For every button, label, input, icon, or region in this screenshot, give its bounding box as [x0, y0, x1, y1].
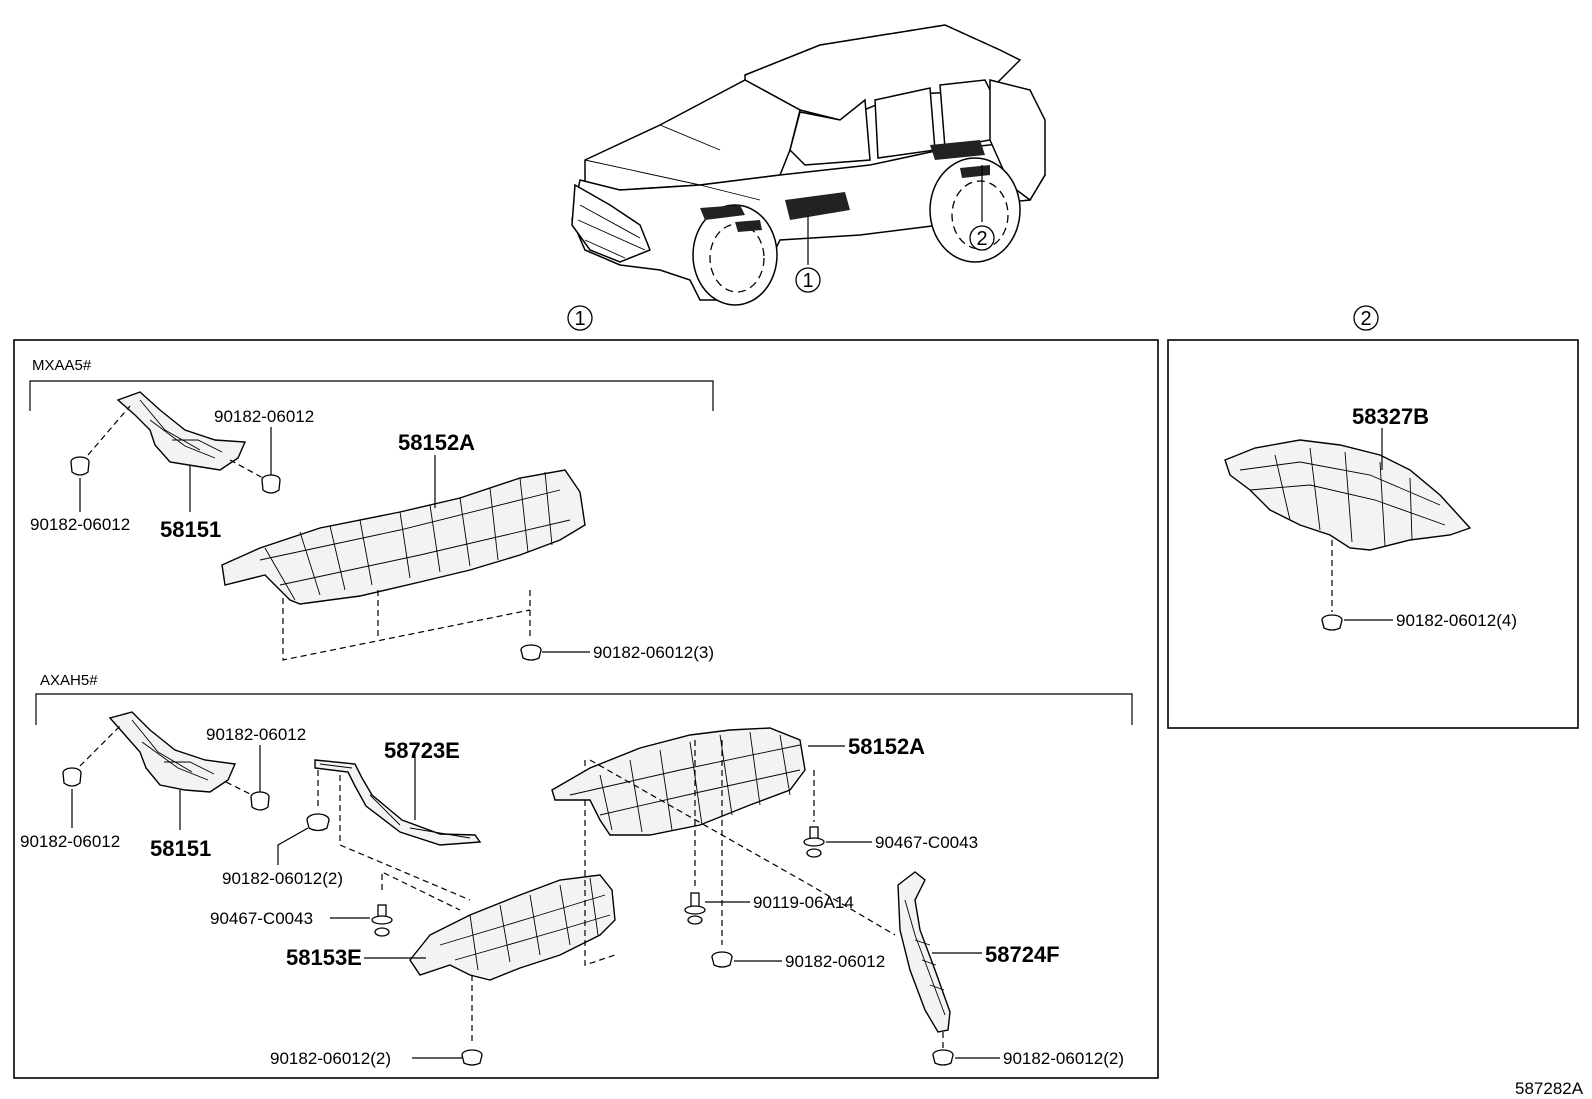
- section-1-frame: [13, 339, 1159, 1079]
- mxaa-clip-left-label: 90182-06012: [30, 515, 130, 534]
- group-mxaa-bracket: [29, 380, 714, 411]
- section-2-marker: [1353, 305, 1379, 331]
- axah-insulator-center-label: 58152A: [848, 734, 925, 759]
- axah-clip-right: [250, 791, 270, 811]
- section-2-frame: [1167, 339, 1579, 729]
- axah-clip-stay: [306, 813, 330, 832]
- axah-bracket-part: [108, 711, 237, 793]
- rear-insulator-part: [1224, 439, 1472, 551]
- mxaa-clip-left: [70, 456, 90, 476]
- axah-clip-stay-b-label: 90182-06012(2): [1003, 1049, 1124, 1068]
- axah-bolt-left-label: 90467-C0043: [210, 909, 313, 928]
- axah-clip-stay-label: 90182-06012(2): [222, 869, 343, 888]
- axah-insulator-front-label: 58153E: [286, 945, 362, 970]
- rear-clip-label: 90182-06012(4): [1396, 611, 1517, 630]
- section-2-label: 2: [1360, 308, 1371, 330]
- axah-clip-front-bottom-label: 90182-06012(2): [270, 1049, 391, 1068]
- callout-1-marker: [795, 267, 821, 293]
- group-axah-bracket: [35, 693, 1133, 725]
- drawing-id: 587282A: [1515, 1079, 1584, 1098]
- axah-stay-b-part: [897, 871, 951, 1033]
- vehicle-illustration: 1 2: [571, 24, 1046, 306]
- axah-insulator-front-part: [409, 874, 616, 981]
- mxaa-clip-bottom-label: 90182-06012(3): [593, 643, 714, 662]
- mxaa-clip-right: [261, 474, 281, 494]
- axah-bolt-left: [371, 904, 393, 937]
- callout-2-label: 2: [976, 228, 987, 250]
- axah-clip-left-label: 90182-06012: [20, 832, 120, 851]
- axah-bolt-right: [803, 826, 825, 858]
- axah-clip-stay-b: [932, 1049, 954, 1066]
- axah-insulator-center-part: [551, 727, 806, 836]
- axah-clip-left: [62, 767, 82, 787]
- group-mxaa-label: MXAA5#: [32, 357, 92, 374]
- section-1-marker: [567, 305, 593, 331]
- section-1-label: 1: [574, 308, 585, 330]
- axah-stay-a-label: 58723E: [384, 738, 460, 763]
- axah-clip-right-label: 90182-06012: [206, 725, 306, 744]
- axah-stay-b-label: 58724F: [985, 942, 1060, 967]
- axah-bracket-label: 58151: [150, 836, 211, 861]
- mxaa-clip-right-label: 90182-06012: [214, 407, 314, 426]
- axah-bolt-center: [684, 892, 706, 925]
- axah-clip-center-label: 90182-06012: [785, 952, 885, 971]
- axah-bolt-right-label: 90467-C0043: [875, 833, 978, 852]
- axah-bolt-center-label: 90119-06A14: [753, 893, 854, 912]
- mxaa-insulator-label: 58152A: [398, 430, 475, 455]
- mxaa-bracket-part: [116, 391, 247, 471]
- mxaa-clip-bottom: [520, 644, 542, 661]
- axah-clip-front-bottom: [461, 1049, 483, 1066]
- axah-stay-a-part: [314, 759, 482, 846]
- mxaa-bracket-label: 58151: [160, 517, 221, 542]
- group-axah-label: AXAH5#: [40, 672, 98, 689]
- rear-insulator-label: 58327B: [1352, 404, 1429, 429]
- callout-2-marker: [969, 225, 995, 251]
- mxaa-insulator-part: [221, 469, 586, 605]
- rear-clip: [1321, 614, 1343, 631]
- callout-1-label: 1: [802, 270, 813, 292]
- axah-clip-center: [711, 951, 733, 968]
